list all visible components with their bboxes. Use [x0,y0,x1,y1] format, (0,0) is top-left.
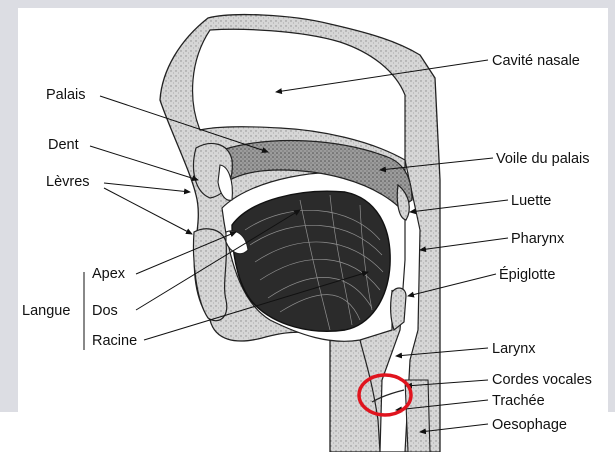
label-larynx: Larynx [492,341,536,357]
label-langue: Langue [22,303,70,319]
label-palais: Palais [46,87,86,103]
leader-levres-2 [104,188,192,234]
label-voile-du-palais: Voile du palais [496,151,590,167]
label-dent: Dent [48,137,79,153]
label-dos: Dos [92,303,118,319]
label-cavite-nasale: Cavité nasale [492,53,580,69]
label-pharynx: Pharynx [511,231,564,247]
label-epiglotte: Épiglotte [499,267,555,283]
label-levres: Lèvres [46,174,90,190]
label-luette: Luette [511,193,551,209]
leader-levres-1 [104,183,190,192]
label-cordes-vocales: Cordes vocales [492,372,592,388]
label-oesophage: Oesophage [492,417,567,433]
label-racine: Racine [92,333,137,349]
label-apex: Apex [92,266,125,282]
label-trachee: Trachée [492,393,545,409]
